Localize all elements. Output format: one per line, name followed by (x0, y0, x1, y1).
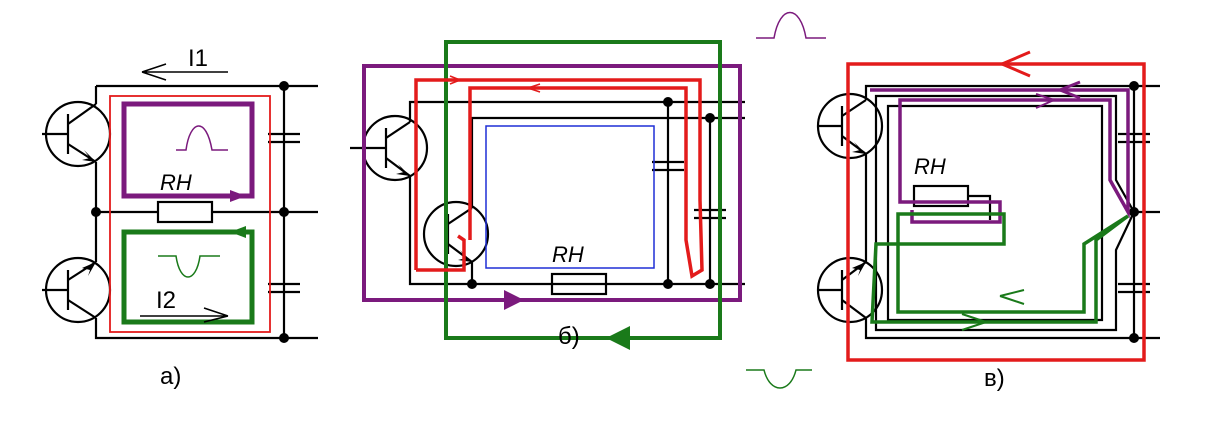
transistor-bottom-c (816, 256, 884, 324)
caption-b: б) (558, 323, 580, 350)
panel-a: I1 I2 RH а) (42, 45, 318, 390)
transistor-top-c (816, 92, 884, 160)
purple-loop-c (870, 88, 1130, 224)
transistor-bottom-a (42, 256, 112, 324)
panel-c: RH в) (816, 50, 1160, 392)
current-arrow-i1 (141, 63, 228, 81)
positive-pulse-icon-right (756, 11, 826, 39)
green-loop-c (870, 212, 1130, 324)
label-i1: I1 (188, 45, 208, 72)
red-loop-c (846, 62, 1146, 362)
current-arrow-i2 (140, 307, 229, 323)
green-loop-b (444, 40, 722, 340)
purple-loop-a (121, 101, 255, 199)
green-loop-a (121, 229, 255, 325)
red-loop-b (414, 78, 704, 279)
caption-c: в) (984, 365, 1005, 392)
label-i2: I2 (156, 287, 176, 314)
caption-a: а) (160, 363, 181, 390)
blue-loop-b (485, 125, 655, 269)
transistor-top-b (350, 114, 429, 182)
red-loop-a (109, 95, 271, 333)
transistor-bottom-b (422, 200, 490, 268)
negative-pulse-icon-right (746, 369, 812, 389)
purple-loop-b (362, 64, 742, 302)
positive-pulse-icon (176, 125, 228, 151)
panel-b: RH б) (350, 40, 745, 350)
transistor-top-a (42, 86, 112, 168)
negative-pulse-icon (158, 255, 220, 278)
label-rh-a: RH (160, 170, 192, 195)
label-rh-b: RH (552, 242, 584, 267)
resistor-b (550, 272, 608, 296)
label-rh-c: RH (914, 154, 946, 179)
resistor-a (156, 200, 214, 224)
